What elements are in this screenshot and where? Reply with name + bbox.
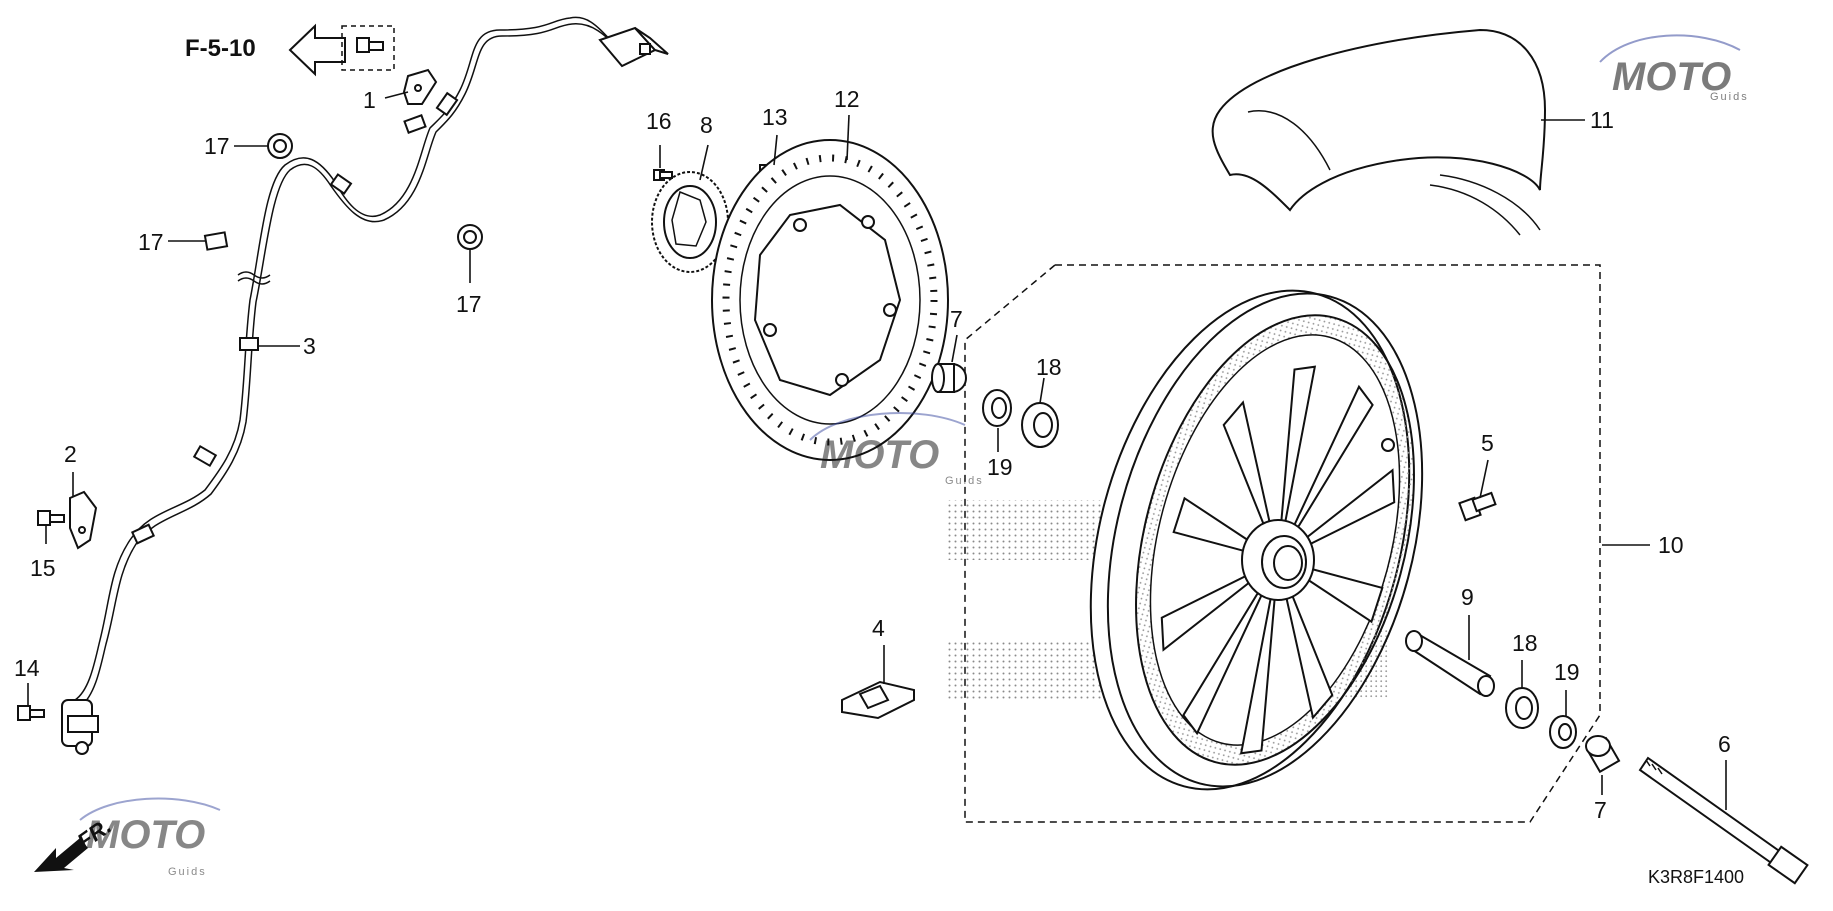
sensor-bracket-icon <box>69 490 98 550</box>
part-number-6: 6 <box>1718 731 1731 757</box>
part-number-17-a: 17 <box>204 133 230 159</box>
dust-seal-19-icon <box>982 389 1012 427</box>
watermark-top-right: MOTO Guids <box>1599 34 1749 103</box>
wheel-spoke <box>1277 384 1374 561</box>
collar-7-icon <box>931 363 967 393</box>
abs-sensor-wire <box>61 16 669 755</box>
part-number-19-top: 19 <box>987 454 1013 480</box>
watermark-center: MOTO Guids <box>809 412 984 487</box>
part-number-labels: 1 2 3 4 5 6 7 7 8 9 10 11 12 13 14 15 16… <box>14 86 1731 823</box>
reference-callout: F-5-10 <box>185 23 395 77</box>
part-number-14: 14 <box>14 655 40 681</box>
bearing-18b-icon <box>1505 687 1539 729</box>
part-number-1: 1 <box>363 87 376 113</box>
front-arrow-icon <box>34 838 88 872</box>
diagram-code: K3R8F1400 <box>1648 867 1744 887</box>
part-number-11: 11 <box>1590 107 1614 133</box>
part-number-9: 9 <box>1461 584 1474 610</box>
part-number-10: 10 <box>1658 532 1684 558</box>
bearing-18-icon <box>1021 402 1059 448</box>
wheel-spoke <box>1182 559 1279 736</box>
watermark-logo-subtext: Guids <box>1710 91 1749 103</box>
bolt-14-icon <box>17 705 45 721</box>
watermark-logo-text-left: MOTO <box>86 813 205 857</box>
watermark-logo-subtext-left: Guids <box>168 866 207 878</box>
part-number-4: 4 <box>872 615 885 641</box>
axle-6-icon <box>1638 756 1809 885</box>
wire-clip-icon <box>203 133 483 251</box>
part-number-8: 8 <box>700 112 713 138</box>
wire-connector-icon <box>598 26 669 68</box>
part-number-5: 5 <box>1481 430 1494 456</box>
leader-lines <box>27 91 1727 810</box>
pulser-ring-icon <box>651 171 729 273</box>
part-number-18-bottom: 18 <box>1512 630 1538 656</box>
brake-disc-icon <box>711 139 949 461</box>
reference-arrow-icon <box>288 23 346 77</box>
wire-bracket-icon <box>402 68 438 105</box>
watermark-logo-subtext-center: Guids <box>945 475 984 487</box>
wheel-spoke <box>1222 400 1279 561</box>
collar-7b-icon <box>1585 735 1621 774</box>
part-number-16: 16 <box>646 108 672 134</box>
clip-4-icon <box>841 680 915 720</box>
reference-bolt-icon <box>356 37 384 53</box>
abs-sensor-head-icon <box>61 699 99 755</box>
part-number-7-top: 7 <box>950 306 963 332</box>
watermark-logo-text: MOTO <box>1612 55 1731 99</box>
reference-label: F-5-10 <box>185 35 256 62</box>
part-number-3: 3 <box>303 333 316 359</box>
wheel-spoke <box>1277 559 1334 720</box>
tire-icon <box>1211 28 1547 236</box>
part-number-2: 2 <box>64 441 77 467</box>
part-number-13: 13 <box>762 104 788 130</box>
part-number-18-top: 18 <box>1036 354 1062 380</box>
bolt-15-icon <box>37 510 65 526</box>
watermark-bottom-left: MOTO Guids <box>79 797 221 878</box>
reference-bolt-box <box>341 25 395 71</box>
part-number-17-b: 17 <box>138 229 164 255</box>
bolt-16-icon <box>653 169 673 181</box>
part-number-19-bottom: 19 <box>1554 659 1580 685</box>
distance-collar-9-icon <box>1405 630 1495 697</box>
watermark-logo-text-center: MOTO <box>820 433 939 477</box>
wheel-spoke <box>1239 559 1279 755</box>
part-number-7-bottom: 7 <box>1594 797 1607 823</box>
part-number-12: 12 <box>834 86 860 112</box>
bolt-5-icon <box>1458 491 1497 522</box>
wheel-assembly-icon <box>945 264 1601 823</box>
part-number-15: 15 <box>30 555 56 581</box>
wheel-spoke <box>1277 365 1317 561</box>
part-number-17-c: 17 <box>456 291 482 317</box>
dust-seal-19b-icon <box>1549 715 1577 749</box>
wheel-assembly-frame <box>964 264 1601 823</box>
